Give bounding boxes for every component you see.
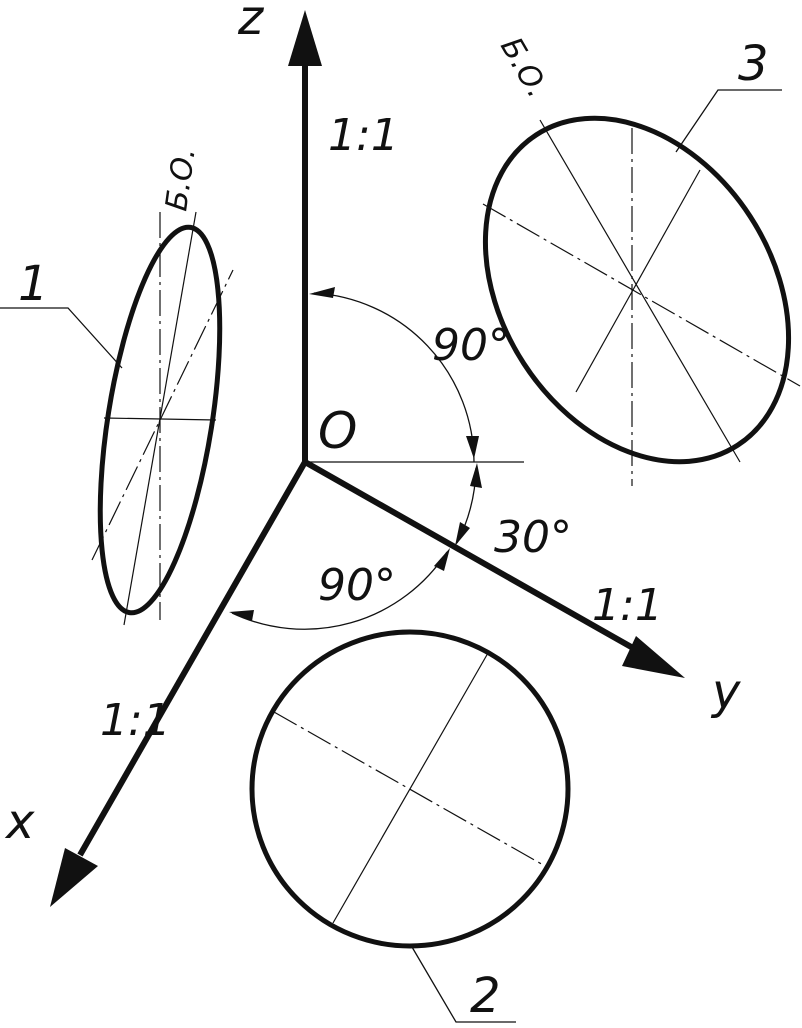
z-arrowhead bbox=[288, 10, 322, 66]
angle-arc-y-horizontal bbox=[455, 463, 482, 546]
origin-label: O bbox=[318, 402, 357, 460]
ellipse-1-number: 1 bbox=[18, 256, 49, 312]
angle-label-x-y: 90° bbox=[318, 560, 396, 611]
angle-arc-z-y bbox=[309, 287, 479, 463]
leader-line-3 bbox=[675, 89, 782, 153]
ellipse-1-axis-label: Б.О. bbox=[159, 146, 202, 214]
x-scale-label: 1:1 bbox=[100, 695, 171, 746]
x-axis-label: x bbox=[4, 794, 35, 850]
ellipse-3 bbox=[482, 115, 792, 465]
y-scale-label: 1:1 bbox=[592, 580, 663, 631]
angle-label-y-horizontal: 30° bbox=[494, 512, 572, 563]
leader-line-1 bbox=[0, 307, 123, 369]
x-arrowhead bbox=[50, 848, 98, 907]
ellipse-3-number: 3 bbox=[738, 36, 769, 92]
ellipse-2 bbox=[249, 629, 571, 949]
z-axis bbox=[288, 10, 322, 462]
z-axis-label: z bbox=[237, 0, 265, 46]
angle-arc-x-y bbox=[229, 548, 450, 630]
y-arrowhead bbox=[622, 636, 685, 678]
ellipse-1-group bbox=[91, 211, 234, 626]
leader-line-2 bbox=[411, 946, 516, 1023]
ellipse-2-number: 2 bbox=[470, 968, 501, 1024]
z-scale-label: 1:1 bbox=[328, 110, 399, 161]
y-axis-label: y bbox=[710, 664, 741, 720]
angle-label-z-y: 90° bbox=[432, 320, 510, 371]
ellipse-1 bbox=[97, 224, 223, 616]
ellipse-3-group bbox=[482, 115, 801, 486]
ellipse-3-axis-label: Б.О. bbox=[493, 32, 555, 104]
x-axis bbox=[50, 460, 308, 907]
y-axis bbox=[303, 459, 685, 678]
ellipse-2-group bbox=[249, 629, 571, 949]
